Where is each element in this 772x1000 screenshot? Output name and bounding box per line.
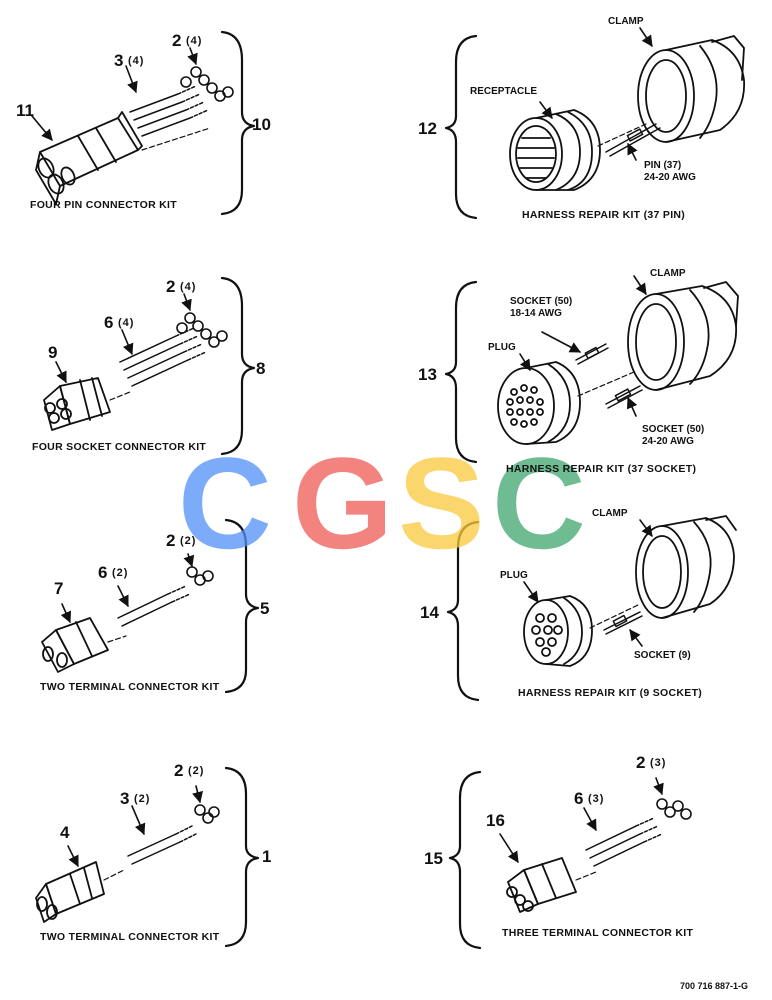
kit-13-socket-b-label: SOCKET (50) 24-20 AWG bbox=[642, 424, 705, 447]
watermark-letter-1: C bbox=[178, 430, 272, 576]
four-pin-connector-body-icon bbox=[35, 111, 143, 205]
kit-5-caption: TWO TERMINAL CONNECTOR KIT bbox=[40, 681, 220, 693]
kit-12-clamp-icon bbox=[637, 35, 745, 143]
kit-14-bracket bbox=[446, 520, 480, 702]
kit-15-part-16-number: 16 bbox=[486, 811, 505, 830]
kit-14-number: 14 bbox=[420, 603, 439, 622]
kit-12-bracket bbox=[444, 34, 478, 220]
kit-1-part-2-number: 2 bbox=[174, 761, 184, 780]
kit-14-clamp-icon bbox=[635, 515, 737, 619]
kit-14-clamp-label: CLAMP bbox=[592, 508, 628, 519]
kit-12-pin-label: PIN (37) 24-20 AWG bbox=[644, 160, 696, 183]
kit-12-caption: HARNESS REPAIR KIT (37 PIN) bbox=[522, 209, 686, 221]
kit-14-socket-icon bbox=[603, 611, 643, 635]
kit-15-part-6-number: 6 bbox=[574, 789, 584, 808]
kit-12-pin-icon bbox=[605, 123, 661, 157]
kit-1-seals-icon bbox=[194, 804, 220, 824]
kit-13-socket-large-icon bbox=[605, 385, 643, 409]
watermark-letter-2: G bbox=[292, 430, 393, 576]
kit-5-bracket bbox=[224, 518, 260, 694]
kit-8-part-6-qty: (4) bbox=[118, 317, 135, 329]
kit-5-number: 5 bbox=[260, 599, 270, 618]
three-terminal-connector-body-icon bbox=[506, 857, 577, 913]
kit-8-part-6-number: 6 bbox=[104, 313, 114, 332]
two-terminal-connector-body-7-icon bbox=[41, 617, 109, 673]
two-terminal-connector-body-4-icon bbox=[35, 861, 105, 923]
kit-8-caption: FOUR SOCKET CONNECTOR KIT bbox=[32, 441, 207, 453]
kit-12-number: 12 bbox=[418, 119, 437, 138]
kit-8-part-9-number: 9 bbox=[48, 343, 58, 362]
kit-10-caption: FOUR PIN CONNECTOR KIT bbox=[30, 199, 177, 211]
kit-5-part-2-qty: (2) bbox=[180, 535, 197, 547]
kit-8-part-2-number: 2 bbox=[166, 277, 176, 296]
kit-13-clamp-label: CLAMP bbox=[650, 268, 686, 279]
kit-15-number: 15 bbox=[424, 849, 443, 868]
kit-10-part-3-number: 3 bbox=[114, 51, 124, 70]
kit-1-part-2-qty: (2) bbox=[188, 765, 205, 777]
kit-10-part-2-number: 2 bbox=[172, 31, 182, 50]
kit-1-part-4-number: 4 bbox=[60, 823, 70, 842]
receptacle-connector-icon bbox=[509, 109, 601, 191]
kit-12-receptacle-label: RECEPTACLE bbox=[470, 86, 538, 97]
kit-13-caption: HARNESS REPAIR KIT (37 SOCKET) bbox=[506, 463, 697, 475]
kit-1-part-3-qty: (2) bbox=[134, 793, 151, 805]
kit-1-caption: TWO TERMINAL CONNECTOR KIT bbox=[40, 931, 220, 943]
kit-5-terminals-icon bbox=[117, 585, 191, 627]
kit-10-number: 10 bbox=[252, 115, 271, 134]
kit-1-bracket bbox=[224, 766, 260, 948]
kit-10-part-2-qty: (4) bbox=[186, 35, 203, 47]
kit-13-plug-label: PLUG bbox=[488, 342, 516, 353]
kit-15-seals-icon bbox=[656, 798, 692, 820]
kit-5-part-7-number: 7 bbox=[54, 579, 64, 598]
kit-10-part-11-number: 11 bbox=[16, 101, 34, 120]
kit-8-bracket bbox=[220, 276, 256, 456]
kit-8-part-2-qty: (4) bbox=[180, 281, 197, 293]
kit-13-socket-small-icon bbox=[575, 343, 609, 365]
kit-15-terminals-icon bbox=[585, 817, 663, 867]
watermark-letter-4: C bbox=[492, 430, 586, 576]
kit-13-plug-icon bbox=[497, 361, 581, 445]
kit-14-socket-label: SOCKET (9) bbox=[634, 650, 691, 661]
kit-14-plug-icon bbox=[523, 595, 593, 667]
kit-15-part-2-number: 2 bbox=[636, 753, 646, 772]
kit-8-seals-icon bbox=[176, 312, 228, 348]
kit-13-socket-a-label: SOCKET (50) 18-14 AWG bbox=[510, 296, 573, 319]
kit-10-bracket bbox=[220, 30, 256, 216]
kit-14-plug-label: PLUG bbox=[500, 570, 528, 581]
kit-1-terminals-icon bbox=[127, 825, 197, 865]
four-socket-connector-body-icon bbox=[43, 377, 111, 431]
kit-1-part-3-number: 3 bbox=[120, 789, 130, 808]
kit-10-seals-icon bbox=[180, 66, 234, 102]
kit-13-clamp-icon bbox=[627, 281, 739, 391]
kit-5-part-6-number: 6 bbox=[98, 563, 108, 582]
kit-5-part-2-number: 2 bbox=[166, 531, 176, 550]
figure-id: 700 716 887-1-G bbox=[680, 981, 749, 991]
kit-15-part-2-qty: (3) bbox=[650, 757, 667, 769]
kit-15-part-6-qty: (3) bbox=[588, 793, 605, 805]
kit-12-clamp-label: CLAMP bbox=[608, 16, 644, 27]
kit-13-bracket bbox=[444, 280, 478, 464]
kit-13-number: 13 bbox=[418, 365, 437, 384]
kit-8-number: 8 bbox=[256, 359, 266, 378]
kit-15-bracket bbox=[448, 770, 482, 950]
kit-8-socket-terminals-icon bbox=[119, 327, 207, 387]
kit-10-pin-terminals-icon bbox=[129, 85, 209, 137]
watermark-letter-3: S bbox=[398, 430, 485, 576]
kit-1-number: 1 bbox=[262, 847, 272, 866]
kit-5-part-6-qty: (2) bbox=[112, 567, 129, 579]
kit-15-caption: THREE TERMINAL CONNECTOR KIT bbox=[502, 927, 694, 939]
kit-14-caption: HARNESS REPAIR KIT (9 SOCKET) bbox=[518, 687, 703, 699]
watermark-logo: C G S C bbox=[178, 430, 586, 576]
kit-10-part-3-qty: (4) bbox=[128, 55, 145, 67]
